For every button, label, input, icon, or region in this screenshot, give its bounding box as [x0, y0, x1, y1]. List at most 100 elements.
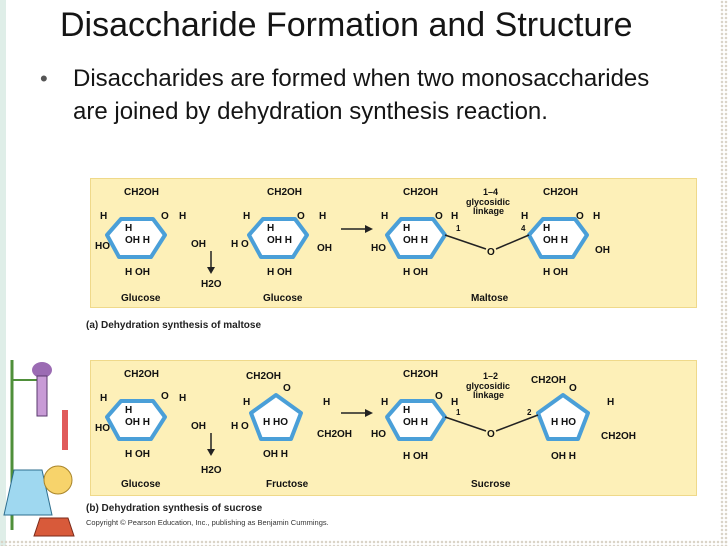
svg-text:1: 1: [456, 224, 461, 233]
svg-text:O: O: [576, 211, 584, 222]
svg-text:OH H: OH H: [543, 235, 568, 246]
svg-text:H O: H O: [231, 421, 249, 432]
svg-text:O: O: [487, 429, 495, 440]
svg-text:CH2OH: CH2OH: [246, 371, 281, 382]
glucose-ring-b: CH2OH O H H H OH H HO H OH: [95, 369, 186, 460]
svg-text:H: H: [403, 405, 410, 416]
maltose-structure: CH2OH CH2OH O O H H H H H OH H H OH H HO…: [371, 187, 610, 278]
svg-text:H OH: H OH: [543, 267, 568, 278]
svg-text:H: H: [521, 211, 528, 222]
sucrose-structure: CH2OH CH2OH O O H H H H OH H H HO HO CH2…: [371, 369, 636, 462]
svg-text:H: H: [607, 397, 614, 408]
bullet-text: Disaccharides are formed when two monosa…: [73, 65, 650, 125]
svg-text:OH: OH: [317, 243, 332, 254]
svg-text:O: O: [487, 247, 495, 258]
svg-text:H2O: H2O: [201, 465, 222, 476]
svg-text:H: H: [267, 223, 274, 234]
svg-text:4: 4: [521, 224, 526, 233]
svg-text:2: 2: [527, 408, 532, 417]
svg-text:OH H: OH H: [267, 235, 292, 246]
label-glucose-b: Glucose: [121, 479, 161, 490]
maltose-diagram: CH2OH O H H H OH H HO H OH OH H O H2O CH…: [95, 187, 610, 304]
svg-text:O: O: [297, 211, 305, 222]
caption-sucrose: (b) Dehydration synthesis of sucrose: [86, 503, 263, 514]
svg-text:H: H: [403, 223, 410, 234]
lab-flask-illustration: [3, 360, 75, 537]
label-glucose-a2: Glucose: [263, 293, 303, 304]
label-maltose: Maltose: [471, 293, 509, 304]
svg-text:H: H: [125, 405, 132, 416]
caption-maltose: (a) Dehydration synthesis of maltose: [86, 320, 262, 331]
svg-text:linkage: linkage: [473, 206, 504, 216]
svg-text:1–2: 1–2: [483, 371, 498, 381]
svg-text:CH2OH: CH2OH: [403, 187, 438, 198]
svg-text:glycosidic: glycosidic: [466, 381, 510, 391]
maltose-panel: CH2OH O H H H OH H HO H OH OH H O H2O CH…: [90, 178, 697, 308]
svg-text:H: H: [451, 397, 458, 408]
svg-text:1–4: 1–4: [483, 187, 498, 197]
svg-text:H: H: [451, 211, 458, 222]
fructose-ring: CH2OH O H H H HO CH2OH OH H: [243, 371, 352, 460]
svg-text:1: 1: [456, 408, 461, 417]
svg-text:OH: OH: [595, 245, 610, 256]
svg-text:H: H: [323, 397, 330, 408]
svg-text:O: O: [435, 391, 443, 402]
label-fructose: Fructose: [266, 479, 309, 490]
svg-text:H: H: [100, 211, 107, 222]
svg-text:HO: HO: [95, 423, 110, 434]
svg-text:H OH: H OH: [403, 267, 428, 278]
svg-text:H: H: [100, 393, 107, 404]
svg-text:CH2OH: CH2OH: [317, 429, 352, 440]
svg-text:O: O: [569, 383, 577, 394]
svg-text:H: H: [179, 393, 186, 404]
svg-text:H: H: [243, 211, 250, 222]
svg-text:O: O: [283, 383, 291, 394]
svg-text:linkage: linkage: [473, 390, 504, 400]
svg-text:OH H: OH H: [403, 235, 428, 246]
svg-text:O: O: [161, 211, 169, 222]
svg-text:H OH: H OH: [403, 451, 428, 462]
svg-text:H OH: H OH: [267, 267, 292, 278]
label-sucrose: Sucrose: [471, 479, 511, 490]
glucose-ring-1: CH2OH O H H H OH H HO H OH: [95, 187, 186, 278]
right-dotted-border: [720, 0, 728, 546]
svg-text:OH H: OH H: [551, 451, 576, 462]
sucrose-panel: CH2OH O H H H OH H HO H OH OH H O H2O CH…: [90, 360, 697, 496]
svg-text:OH H: OH H: [263, 449, 288, 460]
left-accent-stripe: [0, 0, 6, 546]
svg-text:H2O: H2O: [201, 279, 222, 290]
svg-text:OH H: OH H: [125, 417, 150, 428]
svg-text:CH2OH: CH2OH: [267, 187, 302, 198]
slide-title: Disaccharide Formation and Structure: [60, 6, 633, 44]
svg-text:H: H: [179, 211, 186, 222]
svg-text:H OH: H OH: [125, 267, 150, 278]
svg-text:HO: HO: [371, 429, 386, 440]
svg-text:CH2OH: CH2OH: [124, 187, 159, 198]
svg-text:CH2OH: CH2OH: [543, 187, 578, 198]
svg-text:H O: H O: [231, 239, 249, 250]
svg-text:H HO: H HO: [551, 417, 576, 428]
copyright-line: Copyright © Pearson Education, Inc., pub…: [86, 518, 329, 527]
svg-text:H: H: [125, 223, 132, 234]
svg-text:H HO: H HO: [263, 417, 288, 428]
svg-text:CH2OH: CH2OH: [124, 369, 159, 380]
svg-text:OH: OH: [191, 421, 206, 432]
svg-text:CH2OH: CH2OH: [601, 431, 636, 442]
svg-text:H: H: [543, 223, 550, 234]
bullet-marker: •: [40, 66, 48, 91]
svg-text:OH: OH: [191, 239, 206, 250]
svg-text:OH H: OH H: [125, 235, 150, 246]
svg-text:CH2OH: CH2OH: [531, 375, 566, 386]
svg-text:H: H: [381, 397, 388, 408]
svg-text:HO: HO: [371, 243, 386, 254]
svg-text:H: H: [381, 211, 388, 222]
svg-text:O: O: [161, 391, 169, 402]
svg-text:O: O: [435, 211, 443, 222]
label-glucose-a1: Glucose: [121, 293, 161, 304]
svg-text:H: H: [319, 211, 326, 222]
svg-text:H: H: [593, 211, 600, 222]
svg-text:H: H: [243, 397, 250, 408]
svg-text:OH H: OH H: [403, 417, 428, 428]
svg-text:glycosidic: glycosidic: [466, 197, 510, 207]
svg-text:HO: HO: [95, 241, 110, 252]
